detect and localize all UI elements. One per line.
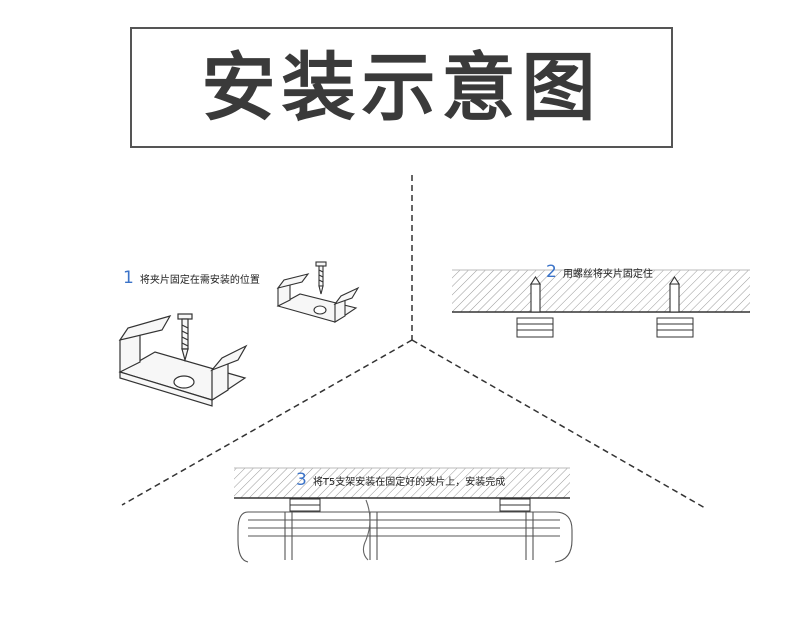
dashed-line-left <box>121 339 413 506</box>
clip-small-hole <box>313 305 327 315</box>
screw-large-illustration <box>177 313 193 363</box>
t5-fixture-illustration <box>237 499 573 563</box>
step-2-number: 2 <box>546 262 557 282</box>
step-1-label: 1 将夹片固定在需安装的位置 <box>123 268 260 288</box>
step-1-number: 1 <box>123 268 134 288</box>
clip-small-illustration <box>276 273 360 323</box>
clip-left-step3 <box>289 498 321 512</box>
ceiling-hatch-step2 <box>452 270 750 312</box>
screw-right-step2 <box>668 275 681 313</box>
page-title: 安装示意图 <box>201 44 602 131</box>
step-2-label: 2 用螺丝将夹片固定住 <box>546 262 653 282</box>
ceiling-section-step3 <box>234 467 570 499</box>
clip-large-left-lip <box>118 315 172 341</box>
clip-right-step2 <box>656 317 694 338</box>
step-3-number: 3 <box>296 470 307 490</box>
clip-small-right-lip <box>333 286 360 306</box>
step-3-text: 将T5支架安装在固定好的夹片上，安装完成 <box>312 477 506 488</box>
step-2-text: 用螺丝将夹片固定住 <box>562 269 653 280</box>
clip-large-hole <box>173 375 195 389</box>
clip-large-illustration <box>118 315 248 407</box>
ceiling-section-step2 <box>452 269 750 313</box>
ceiling-hatch-step3 <box>234 468 570 498</box>
clip-right-step3 <box>499 498 531 512</box>
dashed-line-right <box>411 339 706 509</box>
title-box: 安装示意图 <box>130 27 673 148</box>
step-1-text: 将夹片固定在需安装的位置 <box>139 275 260 286</box>
t5-fixture-body <box>237 511 573 563</box>
step-3-label: 3 将T5支架安装在固定好的夹片上，安装完成 <box>296 470 505 490</box>
corner-dashed-lines <box>121 175 706 509</box>
screw-left-step2 <box>529 275 542 313</box>
clip-small-left-lip <box>276 273 310 289</box>
clip-left-step2 <box>516 317 554 338</box>
clip-large-right-lip <box>210 344 248 372</box>
clip-large-front <box>119 371 213 407</box>
screw-small-illustration <box>315 261 327 295</box>
